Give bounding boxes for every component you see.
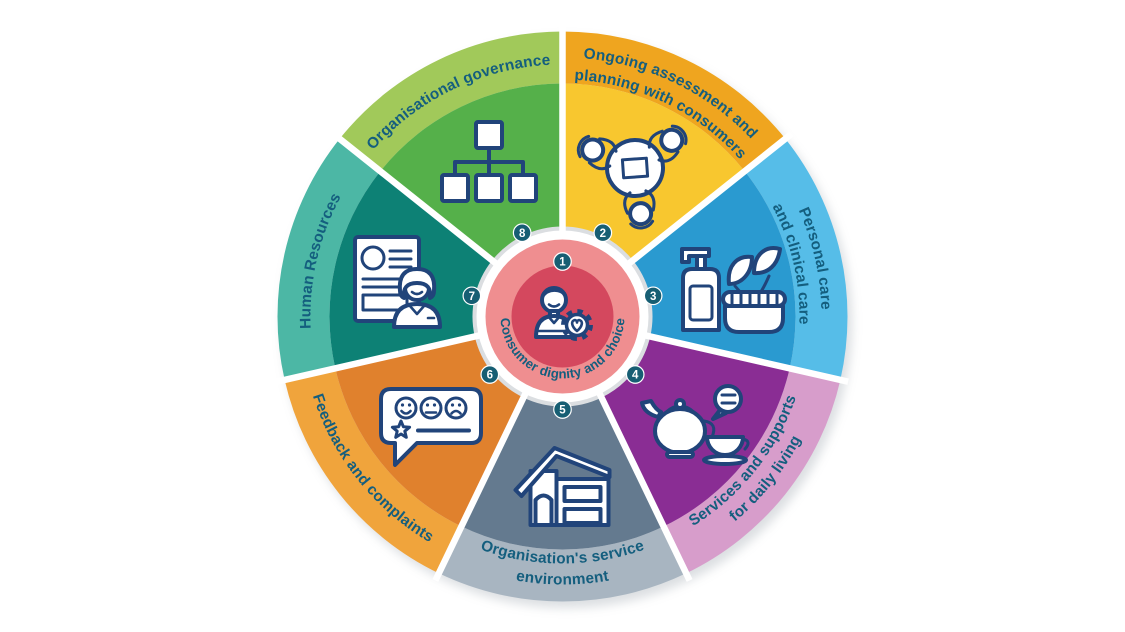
badge-6 xyxy=(480,365,500,384)
segment-divider xyxy=(625,131,794,268)
badge-1 xyxy=(553,252,572,271)
segment-5-rim xyxy=(438,526,687,602)
badge-7-number: 7 xyxy=(469,291,475,303)
segment-7-rim xyxy=(277,138,381,380)
people-around-table-icon xyxy=(576,124,688,230)
segment-divider xyxy=(642,331,849,385)
care-products-icon xyxy=(680,246,787,334)
segment-2-rim xyxy=(562,31,786,172)
org-chart-icon xyxy=(440,120,538,203)
face-eyes xyxy=(400,403,462,407)
segment-5-label-line2: environment xyxy=(515,568,610,589)
badge-2 xyxy=(593,223,613,243)
badge-7 xyxy=(462,286,482,306)
badge-2-number: 2 xyxy=(600,228,606,240)
person-gear-heart-icon xyxy=(534,286,593,341)
badge-8 xyxy=(512,223,532,243)
segment-divider xyxy=(595,389,693,582)
segment-8-rim xyxy=(339,31,563,172)
segment-5-body xyxy=(461,397,664,550)
segment-3-rim xyxy=(744,138,848,380)
badge-5-number: 5 xyxy=(559,405,566,417)
badge-3 xyxy=(643,286,663,306)
badge-5 xyxy=(553,400,572,419)
badge-6-number: 6 xyxy=(487,370,493,382)
badge-8-number: 8 xyxy=(519,228,526,240)
segment-6-rim xyxy=(284,368,462,574)
badge-3-number: 3 xyxy=(650,291,656,303)
badge-4 xyxy=(625,365,645,384)
segment-divider xyxy=(331,131,500,268)
badge-4-number: 4 xyxy=(632,370,639,382)
badge-1-number: 1 xyxy=(559,257,566,269)
house-icon xyxy=(513,446,612,527)
segment-4-rim xyxy=(663,368,841,574)
hr-document-person-icon xyxy=(353,235,442,329)
segment-divider xyxy=(432,389,530,582)
feedback-faces-icon xyxy=(379,387,483,467)
teapot-and-cup-icon xyxy=(640,384,750,466)
segment-8-body xyxy=(380,83,563,261)
segment-divider xyxy=(276,331,483,385)
